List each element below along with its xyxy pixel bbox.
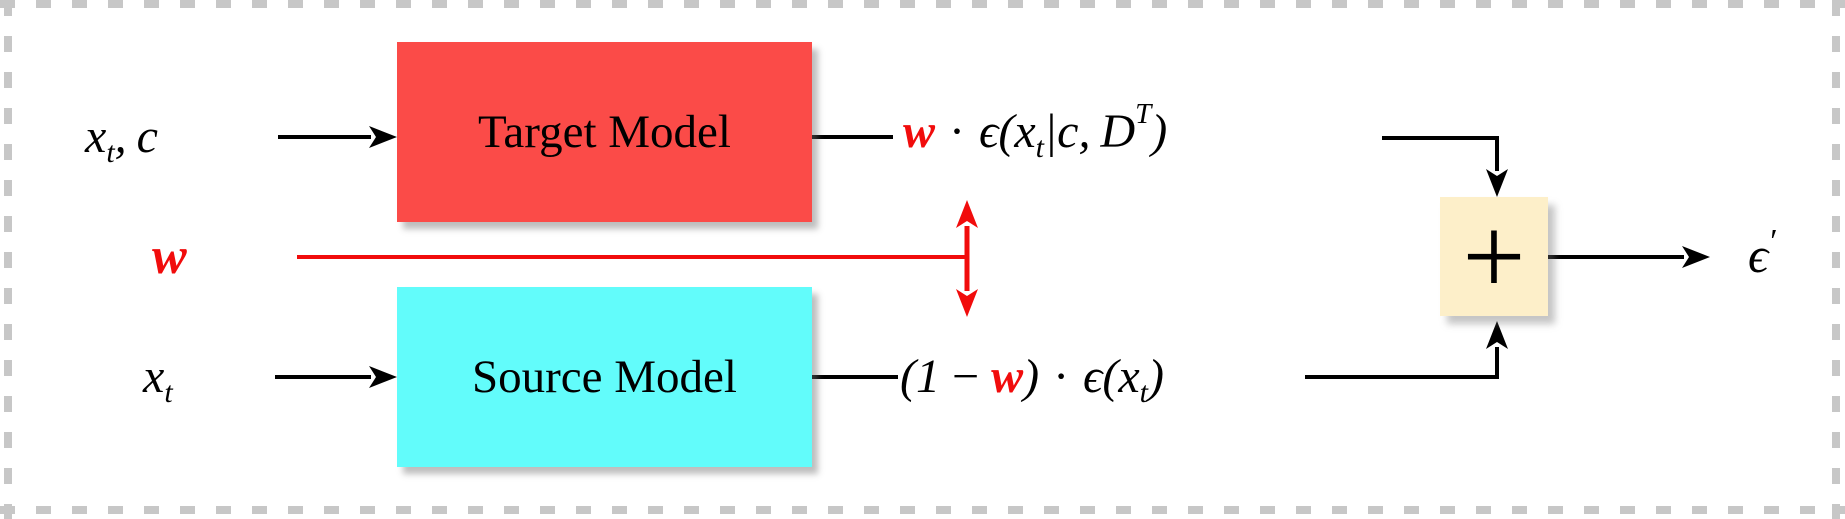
target-expr-close: ) <box>1151 105 1168 158</box>
dashed-border-right <box>1832 0 1840 519</box>
source-expr-dot: · <box>1053 350 1070 403</box>
weight-label: w <box>152 227 187 287</box>
xt-c-sub-t: t <box>106 136 115 169</box>
source-expr-eps-open: ϵ(x <box>1083 350 1140 403</box>
target-model-box: Target Model <box>397 42 812 222</box>
target-output-expression: w· ϵ(xt|c,DT) <box>903 100 1168 163</box>
input-label-xt: xt <box>143 349 173 408</box>
dashed-border-top <box>0 0 1845 8</box>
source-expr-close-paren: ) <box>1023 350 1040 403</box>
target-expr-sub-t: t <box>1035 131 1044 164</box>
xt-c-comma: , <box>114 110 127 163</box>
target-expr-eps-open: ϵ(x <box>979 105 1036 158</box>
xt-sub-t: t <box>164 376 173 409</box>
arrow-target-expr-to-adder <box>1382 136 1508 197</box>
target-model-label: Target Model <box>478 106 731 158</box>
weight-w: w <box>152 228 187 285</box>
target-expr-dot: · <box>949 105 965 158</box>
source-expr-w: w <box>991 350 1024 403</box>
final-output-label: ϵ′ <box>1748 214 1776 283</box>
source-model-box: Source Model <box>397 287 812 467</box>
arrow-source-expr-to-adder <box>1305 321 1508 379</box>
dashed-border-bottom <box>0 506 1845 514</box>
target-expr-w: w <box>903 105 936 158</box>
source-expr-sub-t: t <box>1139 376 1149 409</box>
plus-operator: + <box>1462 194 1526 319</box>
source-model-label: Source Model <box>472 351 737 403</box>
dashed-border-left <box>4 0 12 519</box>
xt-c-c: c <box>136 110 158 163</box>
source-expr-open: (1 <box>900 350 940 403</box>
adder-box: + <box>1440 197 1548 316</box>
source-output-expression: (1−w)·ϵ(xt) <box>900 349 1164 408</box>
target-expr-sup-T: T <box>1135 98 1152 130</box>
target-expr-dataset-D: D <box>1100 105 1136 158</box>
input-label-xt-c: xt,c <box>85 109 158 168</box>
xt-c-x: x <box>85 110 107 163</box>
source-expr-minus: − <box>951 350 980 403</box>
final-prime: ′ <box>1768 223 1776 260</box>
target-expr-cond: |c, <box>1043 105 1091 158</box>
final-eps: ϵ <box>1748 227 1769 283</box>
xt-x: x <box>143 350 165 403</box>
source-expr-close: ) <box>1148 350 1164 403</box>
